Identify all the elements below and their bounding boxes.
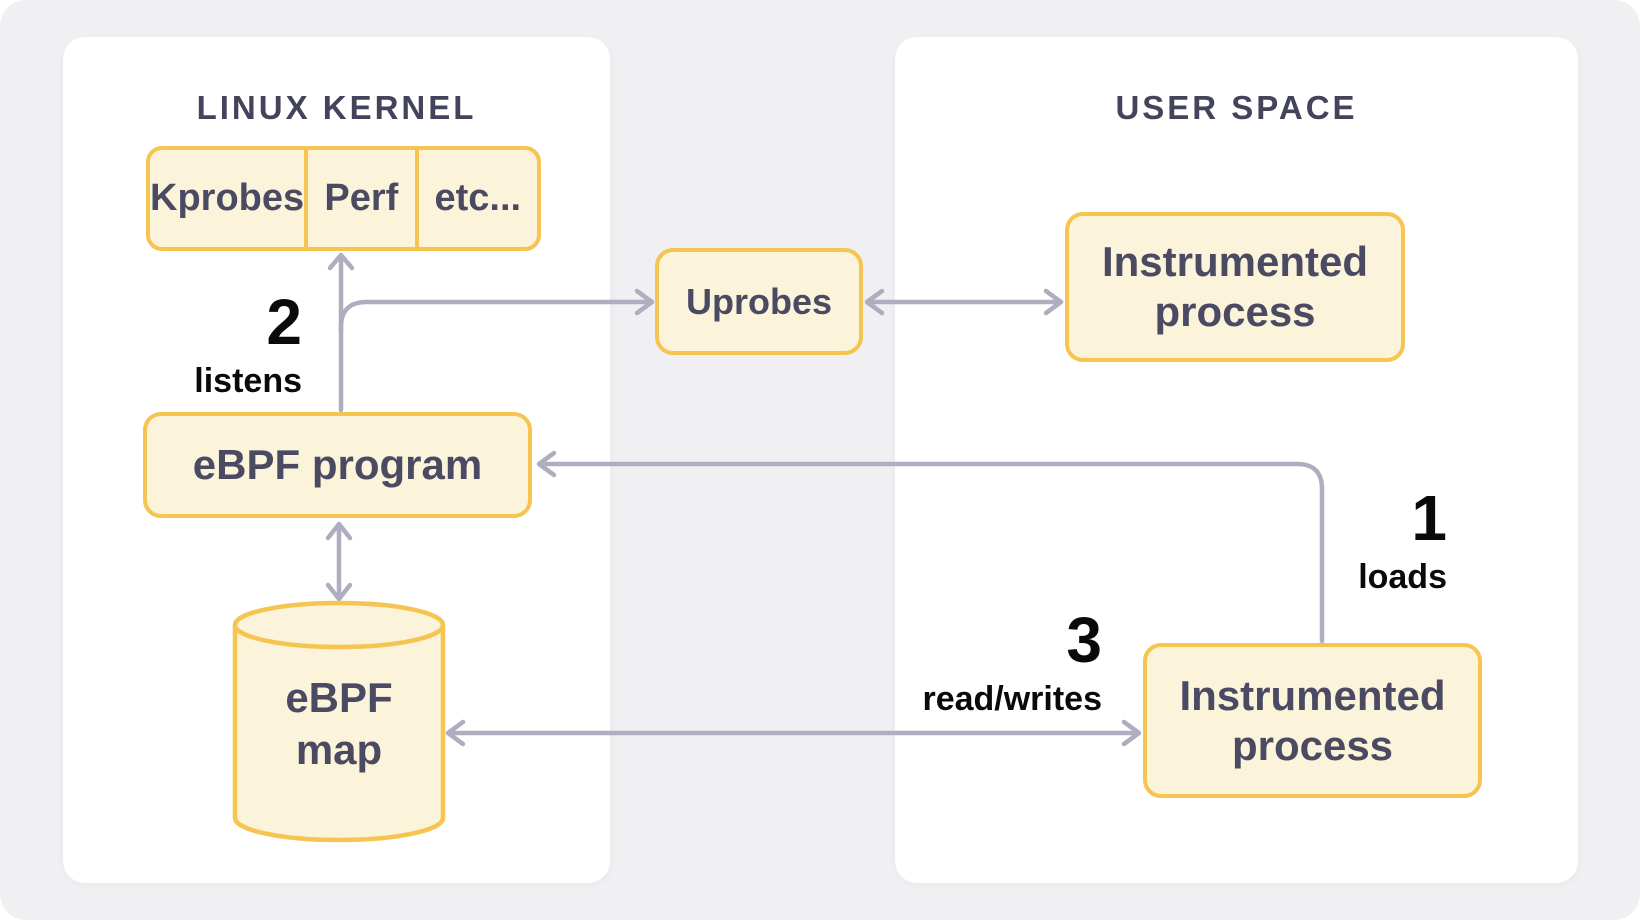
ebpf-program-node: eBPF program bbox=[143, 412, 532, 518]
ebpf-map-label: eBPF map bbox=[285, 674, 393, 773]
step-verb-listens: listens bbox=[194, 362, 302, 400]
arrow-right-icon bbox=[634, 288, 655, 316]
probe-sources-group: Kprobes Perf etc... bbox=[146, 146, 541, 251]
probe-cell-perf: Perf bbox=[304, 150, 414, 247]
step-number-2: 2 bbox=[266, 286, 302, 358]
instrumented-process-bottom-node: Instrumented process bbox=[1143, 643, 1482, 798]
step-verb-read-writes: read/writes bbox=[922, 680, 1102, 718]
step-number-3: 3 bbox=[1066, 604, 1102, 676]
instrumented-process-top-node: Instrumented process bbox=[1065, 212, 1405, 362]
step-number-1: 1 bbox=[1411, 482, 1447, 554]
user-space-title: USER SPACE bbox=[1115, 89, 1358, 126]
linux-kernel-title: LINUX KERNEL bbox=[196, 89, 477, 126]
arrow-left-icon bbox=[864, 288, 885, 316]
step-verb-loads: loads bbox=[1358, 558, 1447, 596]
step-label-read-writes: 3 read/writes bbox=[902, 608, 1102, 716]
step-label-listens: 2 listens bbox=[102, 290, 302, 398]
step-label-loads: 1 loads bbox=[1247, 486, 1447, 594]
uprobes-node: Uprobes bbox=[655, 248, 863, 355]
probe-cell-etc: etc... bbox=[414, 150, 537, 247]
probe-cell-kprobes: Kprobes bbox=[150, 177, 305, 219]
